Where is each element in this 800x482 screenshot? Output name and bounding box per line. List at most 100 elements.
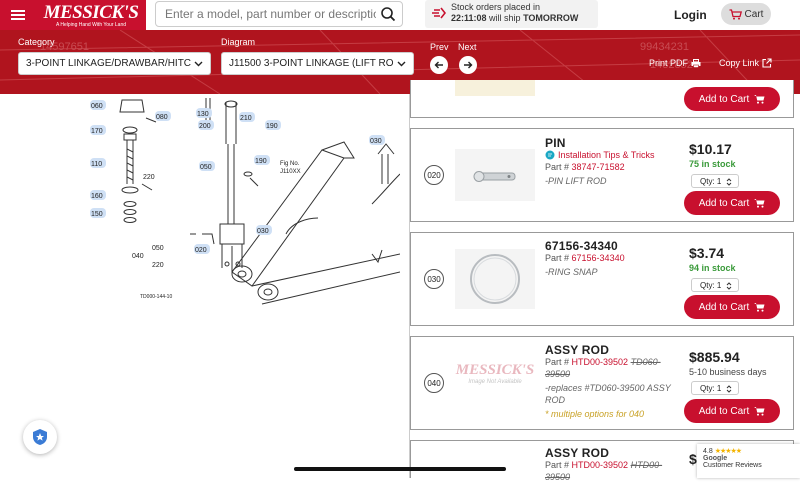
callout[interactable]: 030 <box>257 228 269 235</box>
bg-number: 14328520 <box>650 59 699 71</box>
installation-tips-label: Installation Tips & Tricks <box>558 150 655 160</box>
callout[interactable]: 220 <box>152 262 164 269</box>
callout[interactable]: 160 <box>91 193 103 200</box>
part-description: -RING SNAP <box>545 267 598 277</box>
callout[interactable]: 030 <box>370 138 382 145</box>
diagram-value: J11500 3-POINT LINKAGE (LIFT ROD <box>229 58 394 69</box>
part-prefix: Part # <box>545 162 570 172</box>
part-prefix: Part # <box>545 357 570 367</box>
chevron-down-icon <box>397 61 406 67</box>
part-thumbnail[interactable] <box>455 249 535 309</box>
part-name[interactable]: 67156-34340 <box>545 239 618 253</box>
add-to-cart-button[interactable]: Add to Cart <box>684 191 780 215</box>
customer-widget-button[interactable] <box>23 420 57 454</box>
prev-label: Prev <box>430 42 449 52</box>
hamburger-icon <box>11 14 25 16</box>
ship-time: 22:11:08 <box>451 13 487 23</box>
part-number[interactable]: 38747-71582 <box>571 162 625 172</box>
ship-when: TOMORROW <box>523 13 579 23</box>
site-logo[interactable]: MESSICK'S A Helping Hand With Your Land <box>36 0 146 30</box>
callout[interactable]: 130 <box>197 111 209 118</box>
part-name[interactable]: ASSY ROD <box>545 446 610 460</box>
diagram-select[interactable]: J11500 3-POINT LINKAGE (LIFT ROD <box>221 52 414 75</box>
logo-tagline: A Helping Hand With Your Land <box>55 21 127 28</box>
fig-label: Fig No. <box>280 161 300 167</box>
copy-link-button[interactable]: Copy Link <box>719 58 772 68</box>
part-number[interactable]: HTD00-39502 <box>571 357 629 367</box>
add-to-cart-label: Add to Cart <box>698 301 750 313</box>
shield-icon <box>33 429 47 445</box>
login-link[interactable]: Login <box>674 8 707 22</box>
cart-icon <box>754 303 765 312</box>
add-to-cart-label: Add to Cart <box>698 405 750 417</box>
quantity-value: Qty: 1 <box>700 280 722 290</box>
part-number[interactable]: HTD00-39502 <box>571 460 629 470</box>
cart-button[interactable]: Cart <box>721 3 771 25</box>
part-number-line: Part # HTD00-39502 TD060- <box>545 357 661 367</box>
search-input[interactable] <box>156 7 376 21</box>
add-to-cart-label: Add to Cart <box>698 93 750 105</box>
installation-tips-link[interactable]: Installation Tips & Tricks <box>545 150 655 160</box>
review-stars: ★★★★★ <box>714 448 742 455</box>
callout[interactable]: 110 <box>91 161 102 168</box>
google-reviews-badge[interactable]: 4.8 ★★★★★ Google Customer Reviews <box>697 444 800 478</box>
part-price: $10.17 <box>689 141 732 157</box>
callout[interactable]: 050 <box>200 164 212 171</box>
cart-icon <box>754 407 765 416</box>
add-to-cart-button[interactable]: Add to Cart <box>684 87 780 111</box>
diagram-drawing: 060 080 130 200 210 190 170 110 220 160 … <box>90 98 401 305</box>
callout[interactable]: 190 <box>266 123 278 130</box>
quantity-select[interactable]: Qty: 1 <box>691 381 739 395</box>
part-number[interactable]: 67156-34340 <box>571 253 625 263</box>
search-icon[interactable] <box>380 6 396 22</box>
part-price: $3.74 <box>689 245 725 261</box>
callout[interactable]: 080 <box>156 114 168 121</box>
arrow-left-icon <box>434 61 443 69</box>
part-description: -PIN LIFT ROD <box>545 176 607 186</box>
pin-image <box>473 171 516 182</box>
callout[interactable]: 190 <box>255 158 267 165</box>
quantity-select[interactable]: Qty: 1 <box>691 278 739 292</box>
add-to-cart-button[interactable]: Add to Cart <box>684 399 780 423</box>
menu-button[interactable] <box>0 0 36 30</box>
part-name[interactable]: PIN <box>545 136 566 150</box>
part-thumbnail[interactable]: MESSICK'S Image Not Available <box>455 361 535 401</box>
callout[interactable]: 020 <box>195 247 207 254</box>
callout[interactable]: 050 <box>152 245 164 252</box>
prev-button[interactable] <box>430 56 448 74</box>
add-to-cart-label: Add to Cart <box>698 197 750 209</box>
options-note[interactable]: * multiple options for 040 <box>545 409 645 419</box>
quantity-value: Qty: 1 <box>700 383 722 393</box>
part-thumbnail[interactable] <box>455 149 535 201</box>
part-thumbnail[interactable] <box>455 80 535 96</box>
add-to-cart-button[interactable]: Add to Cart <box>684 295 780 319</box>
part-name[interactable]: ASSY ROD <box>545 343 610 357</box>
fast-shipping-icon <box>432 7 446 19</box>
category-select[interactable]: 3-POINT LINKAGE/DRAWBAR/HITCH <box>18 52 211 75</box>
callout[interactable]: 040 <box>132 253 144 260</box>
callout[interactable]: 150 <box>91 211 103 218</box>
search-box <box>155 1 403 27</box>
position-badge[interactable]: 020 <box>424 165 444 185</box>
callout[interactable]: 060 <box>91 103 103 110</box>
next-button[interactable] <box>459 56 477 74</box>
callout[interactable]: 220 <box>143 174 155 181</box>
callout[interactable]: 170 <box>91 128 103 135</box>
callout[interactable]: 210 <box>240 115 252 122</box>
part-description: -replaces #TD060-39500 ASSY ROD <box>545 383 671 405</box>
quantity-select[interactable]: Qty: 1 <box>691 174 739 188</box>
chevron-updown-icon <box>726 385 732 393</box>
superseded-number: HTD00- <box>630 460 663 470</box>
position-badge[interactable]: 040 <box>424 373 444 393</box>
snap-ring-image <box>470 254 520 304</box>
print-pdf-label: Print PDF <box>649 58 689 68</box>
callout[interactable]: 200 <box>199 123 211 130</box>
part-prefix: Part # <box>545 460 570 470</box>
part-price: $ <box>689 451 697 467</box>
print-pdf-button[interactable]: Print PDF <box>649 58 701 68</box>
next-label: Next <box>458 42 477 52</box>
part-card: 020 PIN Installation Tips & Tricks Part … <box>410 128 794 222</box>
position-badge[interactable]: 030 <box>424 269 444 289</box>
ship-line1: Stock orders placed in <box>451 2 541 12</box>
parts-diagram[interactable]: 060 080 130 200 210 190 170 110 220 160 … <box>82 94 401 318</box>
